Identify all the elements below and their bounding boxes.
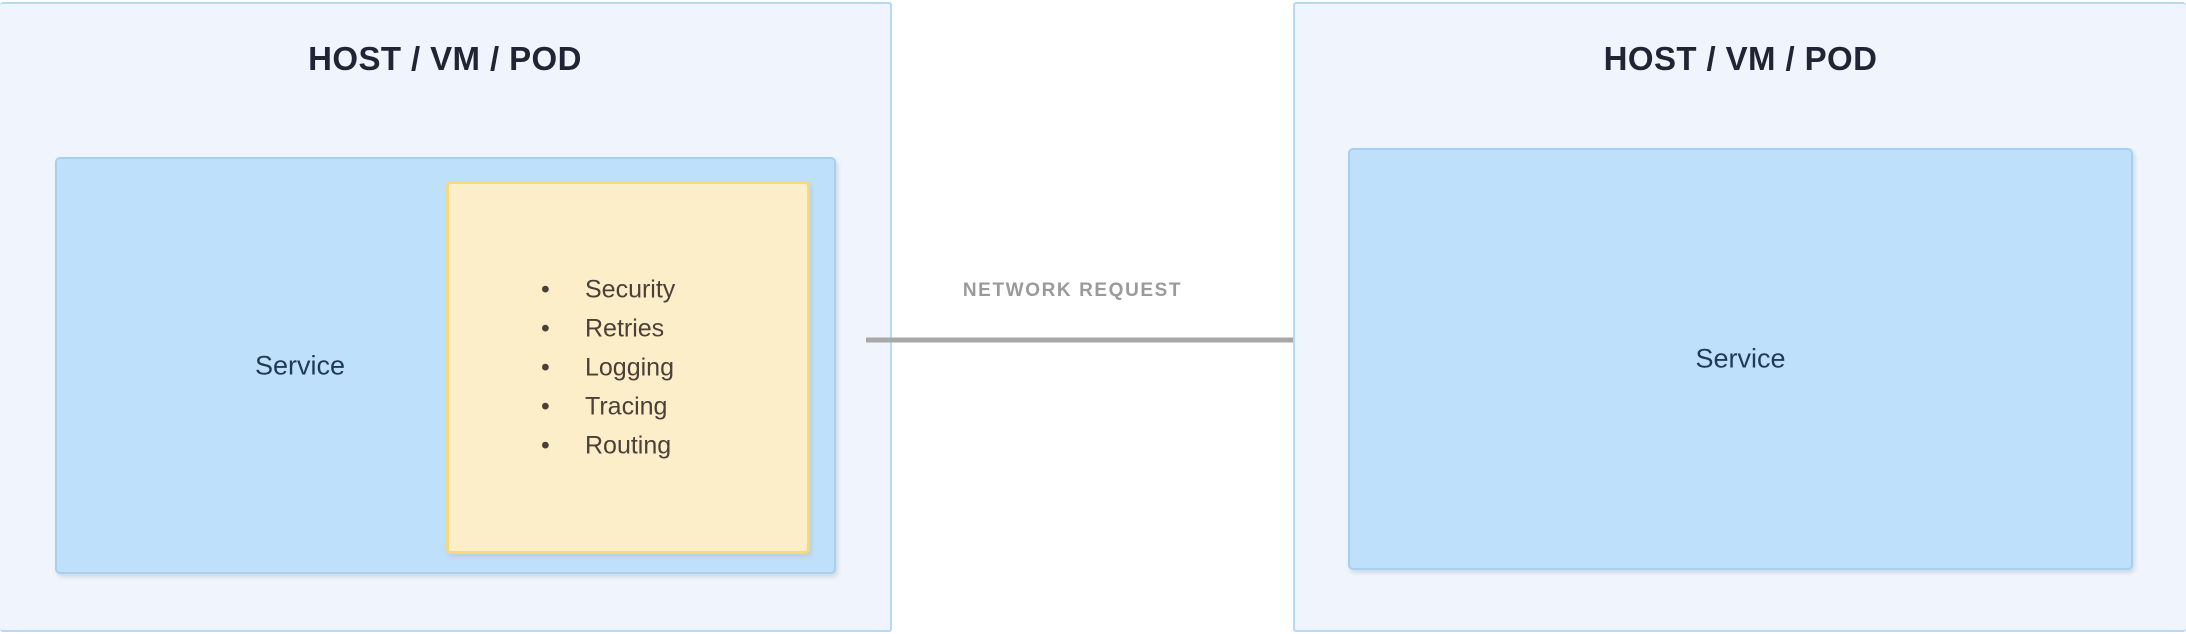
host-panel-left-title: HOST / VM / POD [308, 40, 582, 77]
list-item-label: Retries [585, 314, 665, 342]
bullet-icon: • [541, 392, 550, 420]
bullet-icon: • [541, 314, 550, 342]
service-box-right: Service [1348, 148, 2133, 570]
sidecar-capability-list: • Security • Retries • Logging • Tracing [449, 270, 807, 465]
host-panel-right-title: HOST / VM / POD [1603, 40, 1878, 77]
list-item: • Retries [449, 309, 807, 348]
list-item-label: Tracing [585, 392, 668, 420]
list-item-label: Routing [585, 431, 672, 459]
list-item-label: Security [585, 275, 676, 303]
list-item: • Tracing [449, 387, 807, 426]
network-request-arrow-icon [866, 328, 1328, 352]
service-box-left: Service • Security • Retries • Logging [55, 157, 836, 574]
list-item: • Logging [449, 348, 807, 387]
bullet-icon: • [541, 353, 550, 381]
list-item-label: Logging [585, 353, 674, 381]
bullet-icon: • [541, 431, 550, 459]
service-label-left: Service [254, 350, 346, 380]
service-label-right: Service [1695, 343, 1786, 374]
network-request-label: NETWORK REQUEST [962, 280, 1183, 301]
network-request-connector: NETWORK REQUEST [866, 280, 1328, 370]
bullet-icon: • [541, 275, 550, 303]
sidecar-proxy-box: • Security • Retries • Logging • Tracing [446, 181, 810, 554]
list-item: • Routing [449, 426, 807, 465]
list-item: • Security [449, 270, 807, 309]
host-panel-left: HOST / VM / POD Service • Security • Ret… [0, 2, 892, 632]
